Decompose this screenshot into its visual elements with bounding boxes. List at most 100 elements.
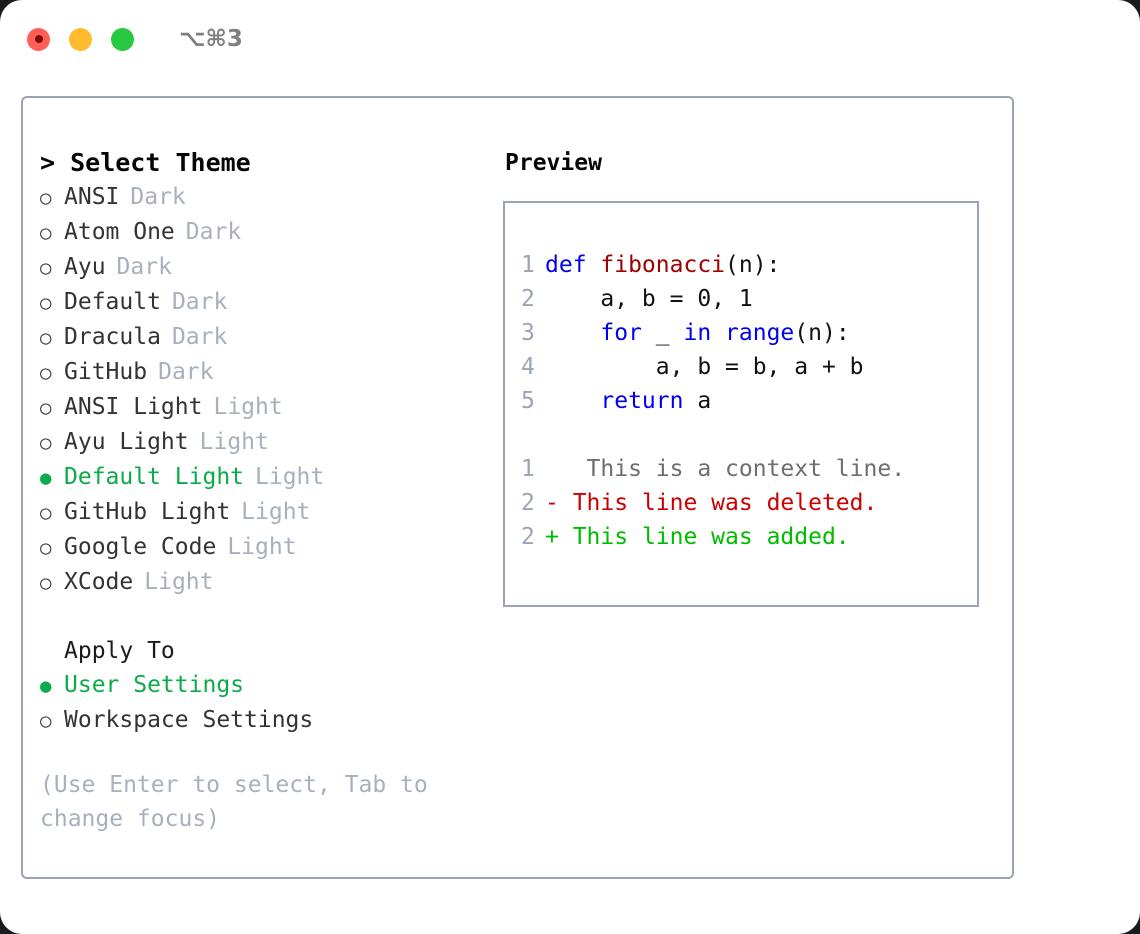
diff-sample: 1 This is a context line.2- This line wa…	[521, 452, 977, 554]
code-line: 2 a, b = 0, 1	[521, 282, 977, 316]
keyboard-shortcut-label: ⌥⌘3	[179, 26, 243, 52]
code-token	[711, 320, 725, 346]
radio-unselected-icon[interactable]: ○	[40, 187, 52, 209]
radio-unselected-icon[interactable]: ○	[40, 710, 52, 732]
theme-list-item[interactable]: ○ Ayu Dark	[40, 250, 493, 285]
theme-category-tag: Dark	[171, 324, 228, 350]
apply-to-label: User Settings	[64, 672, 245, 698]
code-token: in	[683, 320, 712, 346]
apply-to-item[interactable]: ○ Workspace Settings	[40, 703, 493, 738]
theme-name: Atom One	[64, 219, 175, 245]
code-token	[545, 388, 600, 414]
line-number: 2	[521, 490, 535, 516]
radio-unselected-icon[interactable]: ○	[40, 502, 52, 524]
maximize-button[interactable]	[111, 27, 134, 51]
theme-category-tag: Dark	[171, 289, 228, 315]
radio-unselected-icon[interactable]: ○	[40, 257, 52, 279]
code-diff-gap	[521, 418, 977, 452]
diff-text: This line was added.	[558, 524, 850, 550]
radio-selected-icon[interactable]: ●	[40, 675, 52, 697]
theme-name: ANSI Light	[64, 394, 203, 420]
line-number: 2	[521, 286, 535, 312]
theme-name: Dracula	[64, 324, 161, 350]
traffic-lights	[27, 27, 134, 51]
code-token	[545, 320, 600, 346]
code-token: for	[600, 320, 642, 346]
theme-category-tag: Dark	[116, 254, 172, 280]
code-line: 4 a, b = b, a + b	[521, 350, 977, 384]
diff-line: 2 + This line was added.	[521, 520, 977, 554]
theme-category-tag: Light	[227, 534, 297, 560]
list-spacer	[40, 600, 493, 634]
line-number: 1	[521, 252, 535, 278]
radio-selected-icon[interactable]: ●	[40, 467, 52, 489]
preview-title: Preview	[505, 150, 602, 176]
diff-text: This line was deleted.	[558, 490, 878, 516]
title-bar: ⌥⌘3	[0, 0, 1140, 78]
theme-category-tag: Dark	[158, 359, 214, 385]
theme-list-item[interactable]: ○ Google Code Light	[40, 530, 493, 565]
theme-name: Ayu	[64, 254, 106, 280]
close-button[interactable]	[27, 27, 50, 51]
close-icon	[34, 35, 43, 43]
apply-to-header: Apply To	[64, 638, 175, 664]
theme-list-item[interactable]: ○ Ayu Light Light	[40, 425, 493, 460]
theme-name: Default	[64, 289, 161, 315]
diff-line: 1 This is a context line.	[521, 452, 977, 486]
radio-unselected-icon[interactable]: ○	[40, 537, 52, 559]
diff-marker	[545, 456, 559, 482]
theme-category-tag: Light	[213, 394, 283, 420]
line-number: 2	[521, 524, 535, 550]
minimize-button[interactable]	[69, 27, 92, 51]
code-line: 5 return a	[521, 384, 977, 418]
code-token: fibonacci	[600, 252, 726, 278]
theme-list-item[interactable]: ○ Default Dark	[40, 285, 493, 320]
theme-list-item[interactable]: ○ Dracula Dark	[40, 320, 493, 355]
code-token: range	[725, 320, 795, 346]
apply-to-item[interactable]: ● User Settings	[40, 668, 493, 703]
diff-text: This is a context line.	[558, 456, 906, 482]
code-token: (n):	[794, 320, 850, 346]
theme-name: ANSI	[64, 184, 120, 210]
theme-name: GitHub Light	[64, 499, 231, 525]
apply-to-list: ● User Settings ○ Workspace Settings	[40, 668, 493, 738]
line-number: 4	[521, 354, 535, 380]
theme-list-item[interactable]: ○ ANSI Dark	[40, 180, 493, 215]
theme-list-item[interactable]: ○ GitHub Light Light	[40, 495, 493, 530]
code-token: return	[600, 388, 684, 414]
code-token: a, b = b, a + b	[545, 354, 864, 380]
radio-unselected-icon[interactable]: ○	[40, 362, 52, 384]
theme-list-item[interactable]: ○ ANSI Light Light	[40, 390, 493, 425]
radio-unselected-icon[interactable]: ○	[40, 397, 52, 419]
theme-category-tag: Dark	[130, 184, 186, 210]
theme-name: Google Code	[64, 534, 217, 560]
line-number: 3	[521, 320, 535, 346]
apply-to-label: Workspace Settings	[64, 707, 314, 733]
radio-unselected-icon[interactable]: ○	[40, 572, 52, 594]
theme-category-tag: Light	[241, 499, 311, 525]
theme-name: Ayu Light	[64, 429, 189, 455]
line-number: 1	[521, 456, 535, 482]
radio-unselected-icon[interactable]: ○	[40, 327, 52, 349]
code-token: a	[683, 388, 712, 414]
radio-unselected-icon[interactable]: ○	[40, 432, 52, 454]
theme-category-tag: Light	[144, 569, 214, 595]
radio-unselected-icon[interactable]: ○	[40, 222, 52, 244]
code-token: (n):	[725, 252, 781, 278]
diff-marker: +	[545, 524, 559, 550]
radio-unselected-icon[interactable]: ○	[40, 292, 52, 314]
theme-category-tag: Light	[199, 429, 269, 455]
theme-name: Default Light	[64, 464, 245, 490]
